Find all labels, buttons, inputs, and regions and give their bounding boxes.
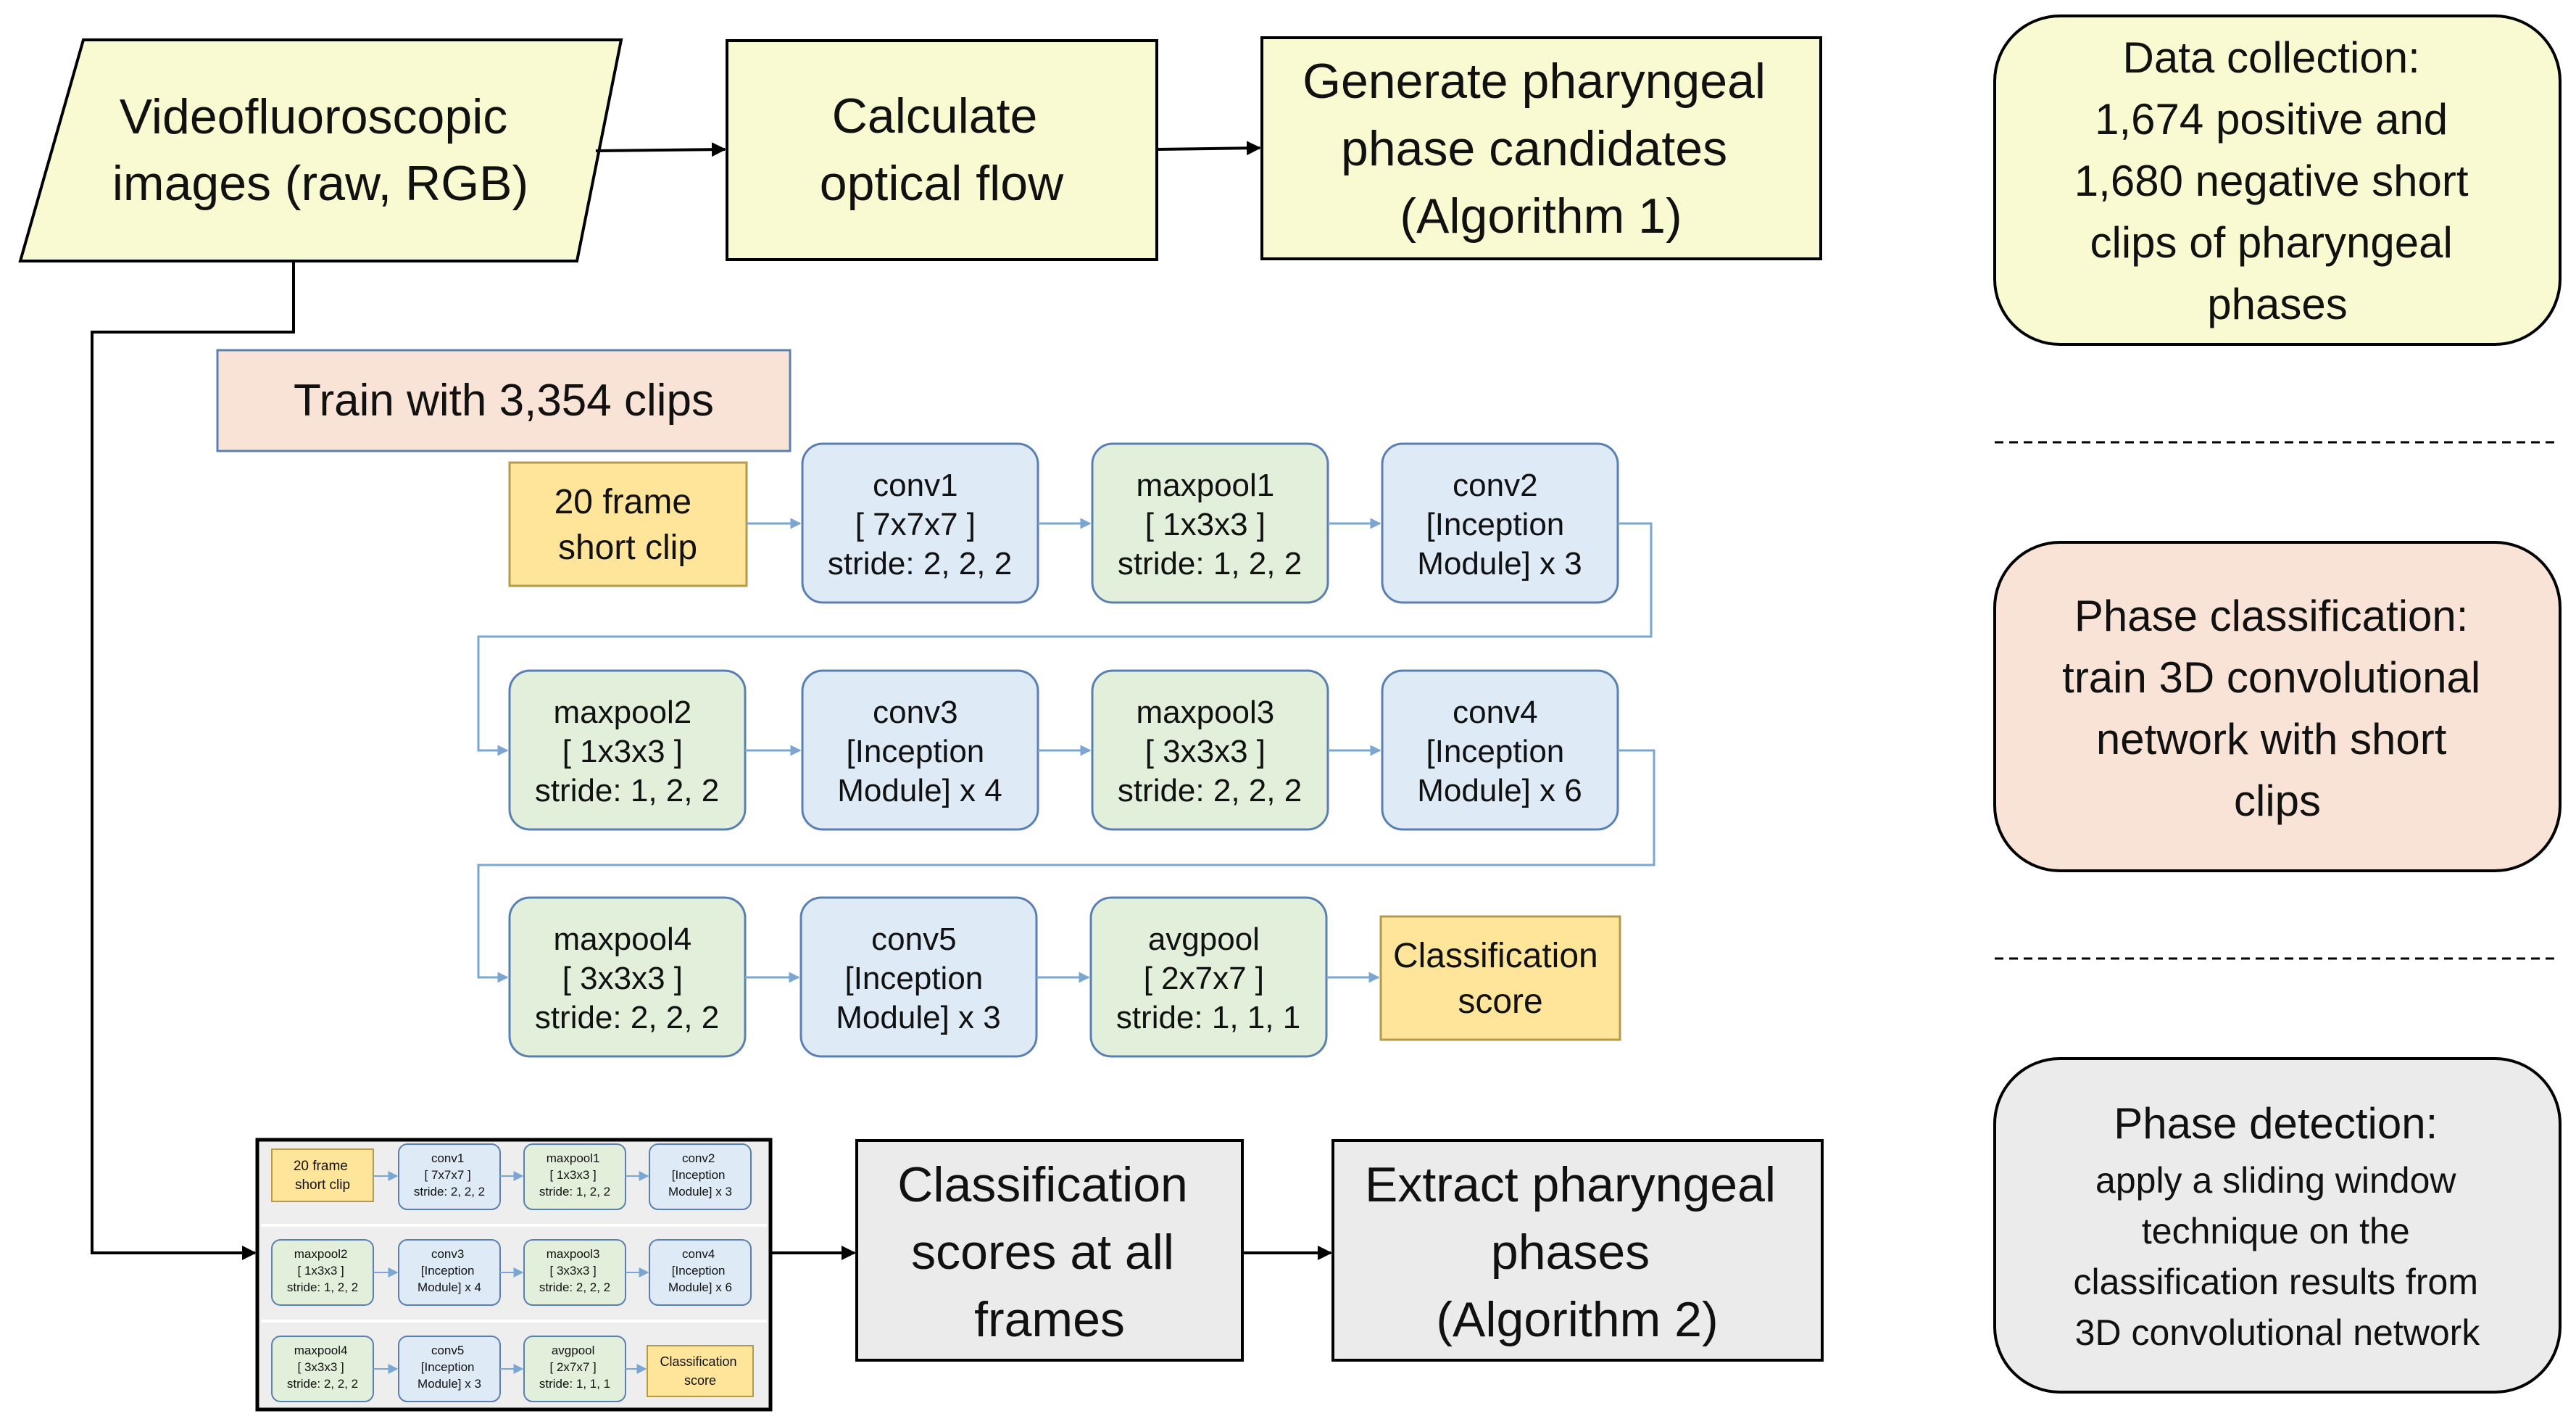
legend-phase-classification: Phase classification: train 3D convoluti… — [1993, 541, 2562, 872]
svg-text:conv5 [Inception M: conv5 [Inception Module] x 3 — [836, 922, 1000, 1035]
net-avgpool: avgpool [ 2x7x7 ] stride: 1, 1, 1 — [1089, 896, 1328, 1058]
optical-flow-label: Calculate optical flow — [820, 88, 1064, 211]
svg-text:conv4 [Inception M: conv4 [Inception Module] x 6 — [1417, 695, 1582, 808]
net-conv5: conv5 [Inception Module] x 3 — [799, 896, 1038, 1058]
classification-scores-box: Classification scores at all frames — [855, 1139, 1244, 1362]
arrow-flow-to-candidates — [1156, 141, 1261, 156]
optical-flow-box: Calculate optical flow — [726, 39, 1158, 261]
svg-text:maxpool1 [ 1x3x3 ]: maxpool1 [ 1x3x3 ] stride: 1, 2, 2 — [1118, 468, 1302, 581]
arrow-input-to-detection-network — [91, 261, 295, 1260]
net-conv2: conv2 [Inception Module] x 3 — [1381, 442, 1619, 604]
input-parallelogram: Videofluoroscopic images (raw, RGB) — [18, 38, 623, 262]
net-maxpool3: maxpool3 [ 3x3x3 ] stride: 2, 2, 2 — [1091, 669, 1329, 831]
extract-phases-box: Extract pharyngeal phases (Algorithm 2) — [1331, 1139, 1824, 1362]
svg-text:maxpool2 [ 1x3x3 ]: maxpool2 [ 1x3x3 ] stride: 1, 2, 2 — [535, 695, 719, 808]
train-label-box: Train with 3,354 clips — [216, 349, 792, 452]
net-output-score: Classification score — [1379, 915, 1621, 1041]
svg-text:conv4 [Inception M: conv4 [Inception Module] x 6 — [668, 1247, 732, 1294]
svg-text:maxpool3 [ 3x3x3 ]: maxpool3 [ 3x3x3 ] stride: 2, 2, 2 — [539, 1247, 610, 1294]
legend-phase-detection: Phase detection: apply a sliding window … — [1993, 1057, 2562, 1394]
arrow-input-to-flow — [595, 142, 726, 157]
svg-text:maxpool2 [ 1x3x3 ]: maxpool2 [ 1x3x3 ] stride: 1, 2, 2 — [287, 1247, 358, 1294]
net-maxpool1: maxpool1 [ 1x3x3 ] stride: 1, 2, 2 — [1091, 442, 1329, 604]
legend-data-collection: Data collection: 1,674 positive and 1,68… — [1993, 15, 2562, 346]
svg-text:conv1 [ 7x7x7 ] st: conv1 [ 7x7x7 ] stride: 2, 2, 2 — [414, 1151, 485, 1199]
svg-text:maxpool1 [ 1x3x3 ]: maxpool1 [ 1x3x3 ] stride: 1, 2, 2 — [539, 1151, 610, 1199]
svg-text:conv3 [Inception M: conv3 [Inception Module] x 4 — [837, 695, 1002, 808]
net-conv1: conv1 [ 7x7x7 ] stride: 2, 2, 2 — [801, 442, 1039, 604]
phase-candidates-box: Generate pharyngeal phase candidates (Al… — [1260, 36, 1822, 260]
svg-text:Classification score: Classification score — [660, 1354, 740, 1388]
detection-network-thumbnail: 20 frame short clip conv1 [ 7x7x7 ] stri… — [255, 1138, 773, 1412]
svg-text:avgpool [ 2x7x7 ]: avgpool [ 2x7x7 ] stride: 1, 1, 1 — [539, 1344, 610, 1391]
net-conv3: conv3 [Inception Module] x 4 — [801, 669, 1039, 831]
svg-text:Classification score: Classification score — [1393, 937, 1608, 1021]
net-maxpool2: maxpool2 [ 1x3x3 ] stride: 1, 2, 2 — [508, 669, 747, 831]
train-label: Train with 3,354 clips — [294, 376, 714, 426]
extract-phases-label: Extract pharyngeal phases (Algorithm 2) — [1365, 1157, 1790, 1347]
svg-text:maxpool4 [ 3x3x3 ]: maxpool4 [ 3x3x3 ] stride: 2, 2, 2 — [287, 1344, 358, 1391]
svg-text:Phase detection: apply a: Phase detection: apply a sliding window … — [2074, 1099, 2482, 1353]
svg-text:maxpool4 [ 3x3x3 ]: maxpool4 [ 3x3x3 ] stride: 2, 2, 2 — [535, 922, 719, 1035]
network-edges — [477, 518, 1655, 983]
svg-text:Data collection: 1,674 p: Data collection: 1,674 positive and 1,68… — [2074, 33, 2480, 328]
svg-text:conv2 [Inception M: conv2 [Inception Module] x 3 — [668, 1151, 732, 1199]
net-input-clip: 20 frame short clip — [508, 461, 748, 587]
net-maxpool4: maxpool4 [ 3x3x3 ] stride: 2, 2, 2 — [508, 896, 747, 1058]
svg-text:conv5 [Inception M: conv5 [Inception Module] x 3 — [417, 1344, 481, 1391]
svg-text:Phase classification: tr: Phase classification: train 3D convoluti… — [2062, 592, 2493, 825]
svg-text:avgpool [ 2x7x7 ]: avgpool [ 2x7x7 ] stride: 1, 1, 1 — [1116, 922, 1300, 1035]
svg-text:20 frame short clip: 20 frame short clip — [554, 483, 702, 567]
net-conv4: conv4 [Inception Module] x 6 — [1381, 669, 1619, 831]
phase-candidates-label: Generate pharyngeal phase candidates (Al… — [1302, 54, 1779, 244]
input-label: Videofluoroscopic images (raw, RGB) — [112, 89, 528, 211]
svg-text:conv2 [Inception M: conv2 [Inception Module] x 3 — [1417, 468, 1582, 581]
svg-text:20 frame short clip: 20 frame short clip — [294, 1159, 352, 1193]
svg-text:conv3 [Inception M: conv3 [Inception Module] x 4 — [417, 1247, 481, 1294]
classification-scores-label: Classification scores at all frames — [897, 1157, 1202, 1347]
svg-text:maxpool3 [ 3x3x3 ]: maxpool3 [ 3x3x3 ] stride: 2, 2, 2 — [1118, 695, 1302, 808]
svg-text:conv1 [ 7x7x7 ] st: conv1 [ 7x7x7 ] stride: 2, 2, 2 — [828, 468, 1012, 581]
